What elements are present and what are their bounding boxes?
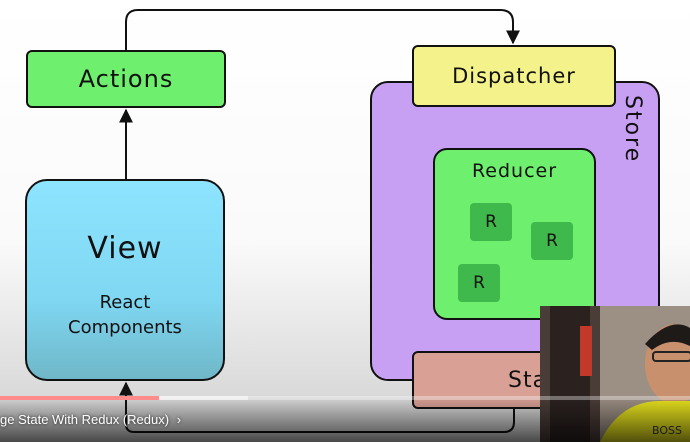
reducer-title: Reducer bbox=[471, 160, 558, 182]
view-subtitle: React Components bbox=[68, 290, 182, 340]
progress-buffer bbox=[0, 396, 249, 400]
view-title: View bbox=[87, 231, 163, 266]
view-subtitle-line1: React bbox=[99, 292, 151, 313]
arrow-actions-to-dispatcher bbox=[125, 9, 520, 50]
sub-reducer-1: R bbox=[470, 203, 512, 241]
store-label: Store bbox=[620, 95, 645, 164]
player-controls-shade bbox=[0, 396, 690, 442]
sub-reducer-2: R bbox=[531, 222, 573, 260]
actions-box: Actions bbox=[26, 50, 226, 108]
view-subtitle-line2: Components bbox=[68, 317, 182, 338]
progress-bar[interactable] bbox=[0, 396, 690, 400]
sub-reducer-3: R bbox=[458, 264, 500, 302]
chapter-title-button[interactable]: ge State With Redux (Redux) › bbox=[0, 412, 181, 427]
dispatcher-box: Dispatcher bbox=[412, 45, 616, 107]
chapter-title: ge State With Redux (Redux) bbox=[0, 412, 170, 427]
chevron-right-icon: › bbox=[176, 412, 182, 427]
view-box: View React Components bbox=[25, 179, 225, 381]
